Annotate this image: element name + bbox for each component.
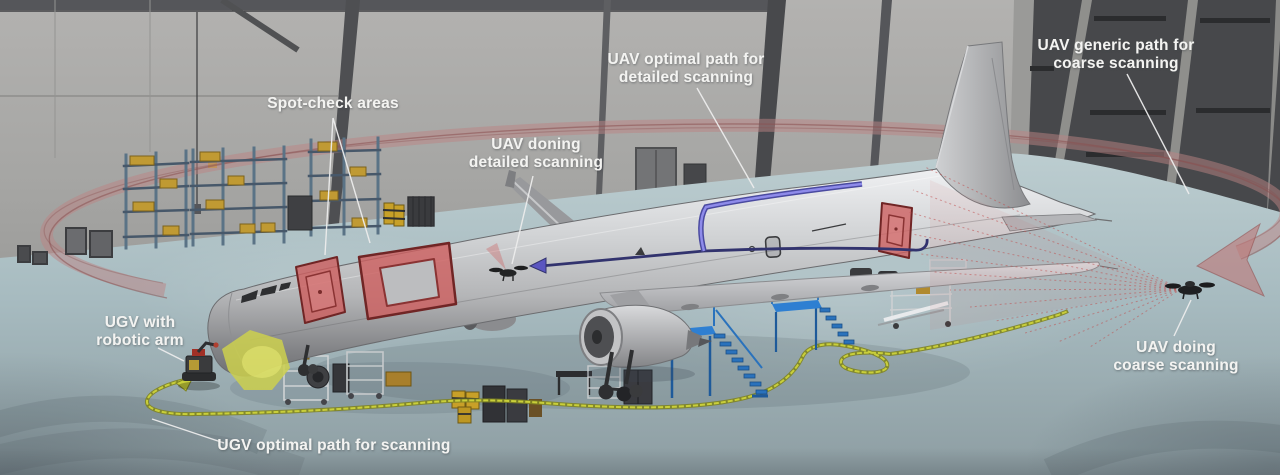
leader-uav-detailed-doing (511, 175, 534, 265)
aircraft-far-winglet (505, 170, 516, 188)
leader-lines (151, 73, 1192, 444)
crate (227, 175, 245, 186)
spot-check-area-1 (295, 256, 346, 324)
fuselage-door (764, 236, 782, 258)
aircraft-tailplane (1001, 213, 1113, 232)
crate (349, 166, 367, 177)
crate (351, 217, 368, 228)
wire-cart (346, 351, 384, 399)
storage-racks (17, 136, 435, 265)
wall-mullion (753, 0, 786, 205)
scaffold-plank (883, 301, 949, 322)
aircraft-engine (579, 290, 712, 382)
crate (162, 225, 180, 236)
leader-ugv-path (151, 418, 225, 444)
leader-uav-coarse-doing (1173, 299, 1192, 337)
crate (132, 201, 155, 212)
work-desk (556, 371, 592, 395)
crate (260, 222, 276, 233)
crate (317, 141, 338, 152)
landing-gear (298, 344, 643, 402)
crate (239, 223, 256, 234)
dark-crate (332, 363, 350, 393)
aircraft-tail-fin (935, 41, 1031, 209)
dark-cabinet (287, 195, 313, 231)
label-uav-coarse-path-2: coarse scanning (1053, 55, 1178, 72)
leader-spot-check-2 (332, 117, 371, 244)
uav-detailed-path-arrowhead (528, 257, 547, 274)
ugv-robot-icon (178, 341, 220, 391)
label-ugv-robot-1: UGV with (105, 314, 176, 331)
label-spot-check-areas: Spot-check areas (267, 95, 399, 112)
label-uav-detailed-doing-2: detailed scanning (469, 154, 603, 171)
leader-uav-detailed-path (696, 87, 755, 189)
label-uav-detailed-path-1: UAV optimal path for (608, 51, 765, 68)
crate (129, 155, 155, 166)
crate (916, 286, 930, 294)
uav-drone-detailed-icon (486, 243, 528, 282)
label-ugv-robot-2: robotic arm (96, 332, 183, 349)
crate (159, 178, 178, 189)
dark-cabinet (482, 385, 506, 423)
roof-brace (220, 0, 300, 53)
aircraft-fuselage (207, 166, 1097, 377)
cockpit-windows (241, 282, 291, 303)
work-stools (17, 227, 113, 265)
spot-check-area-2 (357, 241, 458, 321)
label-uav-detailed-path-2: detailed scanning (619, 69, 753, 86)
crate (205, 199, 225, 210)
leader-ugv-robot (157, 347, 185, 362)
barrel-stack (382, 202, 406, 227)
wall-mullion (596, 0, 611, 195)
ugv-scan-cone (222, 330, 290, 390)
spot-check-area-3 (878, 202, 913, 259)
pallet-grid (407, 196, 435, 227)
label-uav-coarse-doing-1: UAV doing (1136, 339, 1216, 356)
uav-drone-coarse-icon (1165, 281, 1215, 300)
uav-coarse-path-arrowhead (1195, 222, 1266, 298)
detail-scan-beam (486, 243, 506, 270)
robotic-arm (196, 341, 216, 353)
crate (199, 151, 221, 162)
roof-beam (0, 0, 770, 10)
leader-uav-coarse-path (1126, 73, 1190, 195)
label-uav-coarse-doing-2: coarse scanning (1113, 357, 1238, 374)
label-ugv-path: UGV optimal path for scanning (217, 437, 450, 454)
dark-cabinet (506, 388, 528, 423)
label-uav-detailed-doing-1: UAV doning (491, 136, 581, 153)
fuselage-antenna (811, 223, 847, 232)
crate (385, 371, 412, 387)
aircraft (207, 41, 1119, 402)
label-uav-coarse-path-1: UAV generic path for (1037, 37, 1194, 54)
leader-spot-check-1 (324, 117, 334, 256)
uav-detailed-path-line (528, 181, 929, 274)
uav-coarse-path-band (39, 118, 1280, 299)
coarse-scan-rays (907, 166, 1182, 348)
